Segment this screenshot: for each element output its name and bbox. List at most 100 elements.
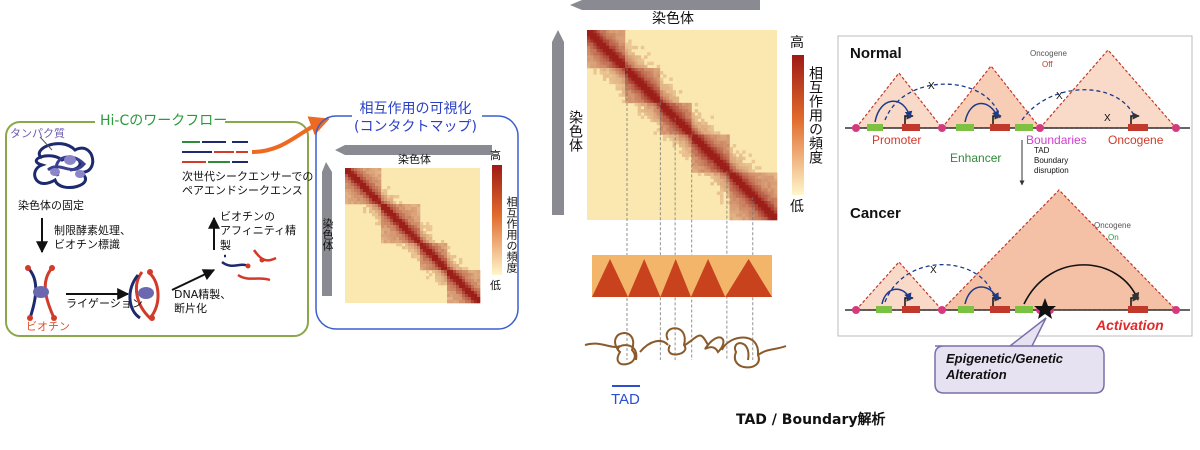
heatmap-cell <box>710 137 714 142</box>
heatmap-cell <box>444 255 448 259</box>
heatmap-cell <box>612 58 616 62</box>
heatmap-cell <box>354 177 358 181</box>
heatmap-cell <box>621 36 626 40</box>
heatmap-cell <box>644 87 648 91</box>
heatmap-cell <box>726 166 730 170</box>
heatmap-cell <box>408 210 412 214</box>
heatmap-cell <box>599 52 604 56</box>
heatmap-cell <box>621 39 626 43</box>
heatmap-cell <box>345 180 349 184</box>
heatmap-cell <box>767 197 771 202</box>
heatmap-cell <box>732 172 737 176</box>
heatmap-cell <box>682 140 686 145</box>
heatmap-cell <box>468 276 472 280</box>
heatmap-cell <box>644 68 648 72</box>
heatmap-cell <box>417 207 421 211</box>
heatmap-cell <box>390 204 394 208</box>
heatmap-cell <box>745 194 749 199</box>
heatmap-cell <box>666 99 670 104</box>
heatmap-cell <box>707 140 711 145</box>
heatmap-cell <box>761 182 765 186</box>
heatmap-cell <box>653 87 657 91</box>
heatmap-cell <box>390 228 394 232</box>
heatmap-cell <box>640 58 645 62</box>
heatmap-cell <box>459 258 463 262</box>
heatmap-cell <box>644 74 648 78</box>
heatmap-cell <box>462 294 466 298</box>
heatmap-cell <box>739 188 743 192</box>
heatmap-cell <box>444 279 448 283</box>
heatmap-cell <box>685 147 689 151</box>
tad-triangle <box>660 259 691 297</box>
heatmap-cell <box>663 74 667 78</box>
heatmap-cell <box>625 52 629 56</box>
heatmap-cell <box>357 189 361 193</box>
heatmap-cell <box>758 207 762 211</box>
heatmap-cell <box>402 240 406 244</box>
heatmap-cell <box>631 55 635 59</box>
heatmap-cell <box>369 168 373 172</box>
heatmap-cell <box>432 258 436 262</box>
heatmap-cell <box>609 49 613 53</box>
heatmap-cell <box>606 68 610 72</box>
heatmap-cell <box>459 261 463 265</box>
heatmap-cell <box>729 178 733 183</box>
heatmap-cell <box>390 231 394 235</box>
heatmap-cell <box>631 64 635 69</box>
heatmap-cell <box>405 222 409 226</box>
tad-freq-label: 相互作用の頻度 <box>807 66 823 164</box>
heatmap-cell <box>694 169 699 173</box>
heatmap-cell <box>628 45 632 50</box>
heatmap-cell <box>637 106 642 110</box>
heatmap-cell <box>435 276 439 280</box>
heatmap-cell <box>465 300 469 304</box>
heatmap-cell <box>704 121 708 126</box>
heatmap-cell <box>770 213 775 218</box>
heatmap-cell <box>675 128 680 132</box>
heatmap-cell <box>726 159 730 164</box>
heatmap-cell <box>363 201 367 205</box>
heatmap-cell <box>640 64 645 69</box>
heatmap-cell <box>751 169 756 173</box>
heatmap-cell <box>621 68 626 72</box>
heatmap-cell <box>691 166 695 170</box>
heatmap-cell <box>414 210 418 214</box>
heatmap-cell <box>732 204 737 208</box>
heatmap-cell <box>688 150 692 154</box>
heatmap-cell <box>393 234 397 238</box>
heatmap-cell <box>751 201 756 205</box>
heatmap-cell <box>726 156 730 161</box>
heatmap-cell <box>742 191 746 195</box>
heatmap-cell <box>742 197 746 202</box>
heatmap-cell <box>682 109 686 113</box>
heatmap-cell <box>726 178 730 183</box>
heatmap-cell <box>366 189 370 193</box>
heatmap-cell <box>720 201 724 205</box>
heatmap-cell <box>678 112 683 116</box>
heatmap-cell <box>704 134 708 138</box>
heatmap-cell <box>411 204 415 208</box>
heatmap-cell <box>351 171 355 175</box>
heatmap-cell <box>465 273 469 277</box>
heatmap-cell <box>354 195 358 199</box>
heatmap-cell <box>748 172 752 176</box>
heatmap-cell <box>453 297 457 301</box>
heatmap-cell <box>672 93 676 97</box>
heatmap-cell <box>369 210 373 214</box>
heatmap-cell <box>697 125 702 129</box>
heatmap-cell <box>735 207 740 211</box>
heatmap-cell <box>596 42 600 47</box>
heatmap-cell <box>366 186 370 190</box>
heatmap-cell <box>735 197 740 202</box>
heatmap-cell <box>701 137 705 142</box>
normal-tad-triangle <box>1038 49 1178 129</box>
heatmap-cell <box>663 137 667 142</box>
heatmap-cell <box>426 240 430 244</box>
heatmap-cell <box>739 156 743 161</box>
heatmap-cell <box>609 36 613 40</box>
heatmap-cell <box>599 36 604 40</box>
heatmap-cell <box>694 140 699 145</box>
heatmap-cell <box>758 194 762 199</box>
heatmap-cell <box>720 166 724 170</box>
heatmap-cell <box>640 45 645 50</box>
